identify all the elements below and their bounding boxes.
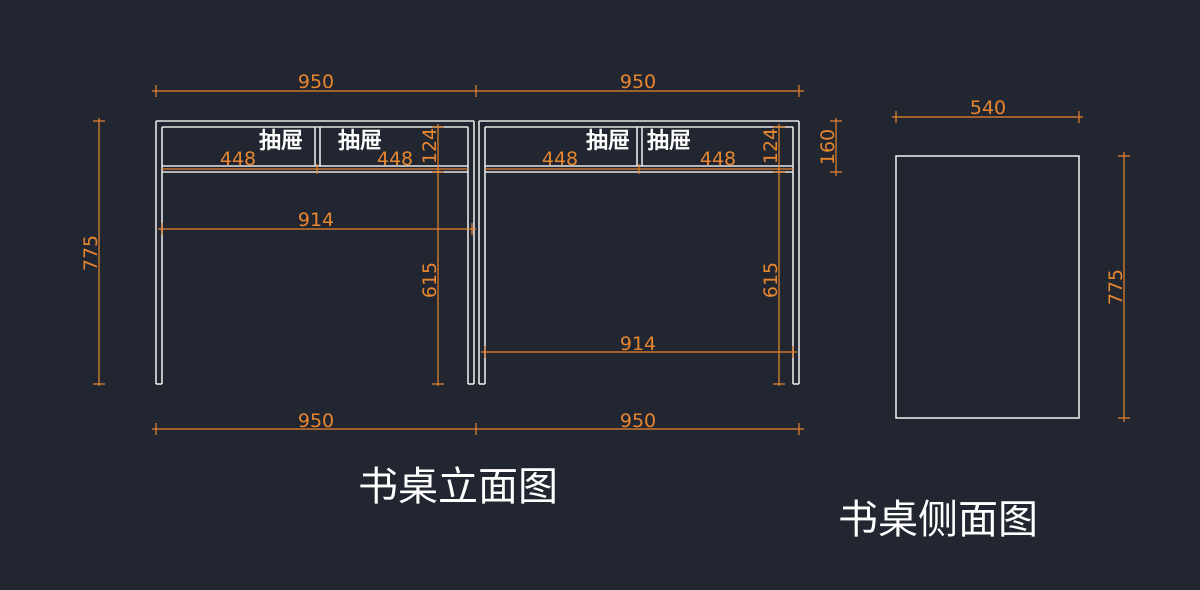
right-rail-label: 124 (760, 128, 782, 164)
top-right-width-label: 950 (620, 71, 656, 93)
drawer-label-1: 抽屉 (259, 128, 303, 154)
bottom-right-width-label: 950 (620, 410, 656, 432)
right-leg-height-label: 615 (760, 262, 782, 298)
side-view-title: 书桌侧面图 (838, 497, 1038, 543)
left-drawer-b-width-label: 448 (377, 148, 413, 170)
right-drawer-a-width-label: 448 (542, 148, 578, 170)
top-left-width-label: 950 (298, 71, 334, 93)
side-view-outline (895, 155, 1080, 419)
left-desk-unit (155, 120, 475, 385)
front-view-geometry (155, 120, 800, 385)
side-view: 540 775 (892, 97, 1130, 422)
depth-label: 540 (970, 97, 1006, 119)
left-drawer-a-width-label: 448 (220, 148, 256, 170)
front-view-dimension-lines (93, 85, 842, 435)
bottom-left-width-label: 950 (298, 410, 334, 432)
right-desk-unit (478, 120, 800, 385)
drawer-label-4: 抽屉 (647, 128, 691, 154)
right-inner-width-label: 914 (620, 333, 656, 355)
side-height-label: 775 (1105, 269, 1127, 305)
overall-height-label: 775 (80, 235, 102, 271)
drawer-label-3: 抽屉 (586, 128, 630, 154)
drawer-height-label: 160 (817, 129, 839, 165)
right-drawer-b-width-label: 448 (700, 148, 736, 170)
front-view-title: 书桌立面图 (358, 464, 558, 510)
drawer-labels: 抽屉 抽屉 抽屉 抽屉 (259, 128, 691, 154)
front-view-dimension-text: 950 950 950 950 448 448 448 448 914 914 … (80, 71, 839, 432)
drawer-label-2: 抽屉 (338, 128, 382, 154)
left-rail-label: 124 (419, 128, 441, 164)
left-leg-height-label: 615 (419, 262, 441, 298)
left-inner-width-label: 914 (298, 209, 334, 231)
